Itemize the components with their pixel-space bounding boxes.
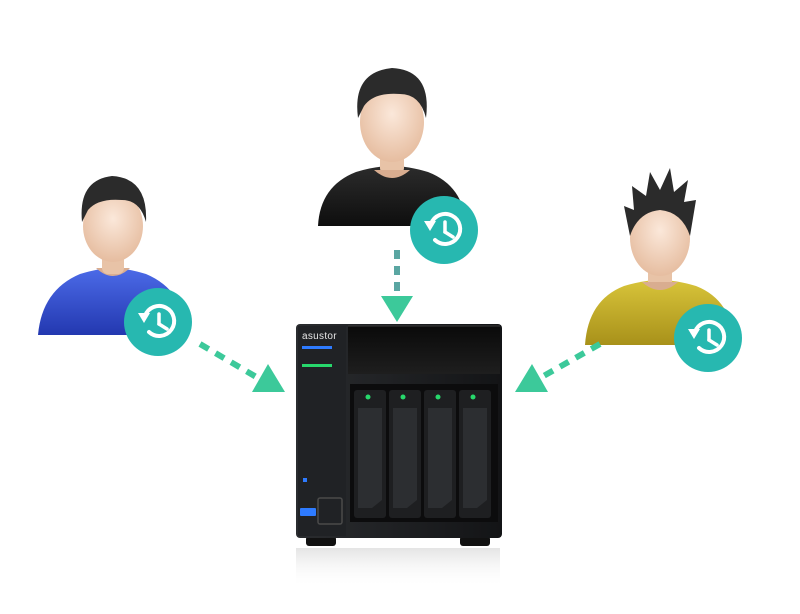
user-left-backup-badge	[122, 286, 194, 358]
drive-bay-4	[459, 390, 491, 518]
nas-reflection	[296, 548, 500, 588]
user-right-face	[630, 200, 690, 276]
user-left-hair	[81, 176, 147, 222]
user-center	[318, 68, 466, 226]
user-center-backup-badge	[408, 194, 480, 266]
arrow-center-to-nas	[381, 250, 413, 322]
backup-history-icon	[408, 194, 480, 266]
user-center-face	[360, 82, 424, 162]
user-center-hair	[357, 68, 427, 118]
arrow-left-to-nas	[198, 341, 285, 392]
nas-led-blue	[302, 346, 332, 349]
user-left	[38, 176, 188, 335]
user-left-face	[83, 190, 143, 262]
nas-drive-bays	[350, 384, 498, 522]
drive-bay-1	[354, 390, 386, 518]
user-right-backup-badge	[672, 302, 744, 374]
drive-bay-2	[389, 390, 421, 518]
drive-bay-3	[424, 390, 456, 518]
nas-usb-port	[300, 508, 316, 516]
nas-device	[296, 324, 502, 588]
nas-top-panel	[348, 326, 500, 374]
user-right-hair	[624, 168, 696, 236]
backup-history-icon	[672, 302, 744, 374]
nas-brand-label: asustor	[302, 331, 337, 342]
arrow-right-to-nas	[515, 341, 602, 392]
backup-history-icon	[122, 286, 194, 358]
nas-led-green	[302, 364, 332, 367]
